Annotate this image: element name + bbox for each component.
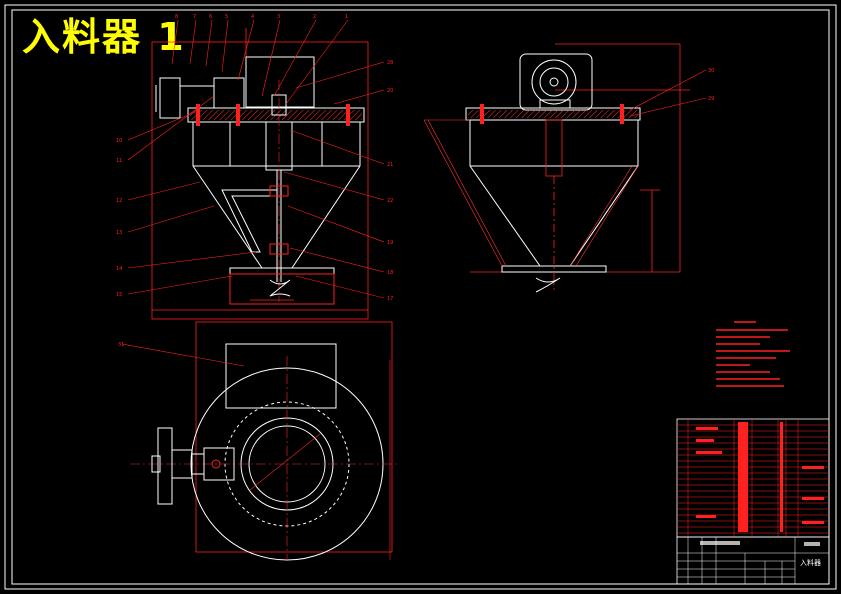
- parts-list-table: [676, 418, 830, 538]
- balloon-top-3: 3: [277, 14, 280, 20]
- balloon-side-29: 29: [708, 96, 714, 102]
- balloon-side-30: 30: [708, 68, 714, 74]
- sheet-border: [4, 4, 837, 590]
- balloon-left-10: 10: [116, 138, 122, 144]
- balloon-right-17: 17: [387, 296, 393, 302]
- balloon-right-22: 22: [387, 198, 393, 204]
- balloon-left-13: 13: [116, 230, 122, 236]
- balloon-labels: 8 7 6 5 4 3 2 1 10 11 12 13 14 15 28 20 …: [116, 14, 714, 348]
- balloon-top-5: 5: [225, 14, 228, 20]
- balloon-right-28: 28: [387, 60, 393, 66]
- balloon-top-2: 2: [313, 14, 316, 20]
- balloon-right-20: 20: [387, 88, 393, 94]
- balloon-right-21: 21: [387, 162, 393, 168]
- drawing-title: 入料器 1: [22, 15, 186, 59]
- balloon-plan-31: 31: [118, 342, 124, 348]
- balloon-right-19: 19: [387, 240, 393, 246]
- title-block: 入料器: [676, 536, 830, 585]
- balloon-top-8: 8: [175, 14, 178, 20]
- balloon-top-1: 1: [345, 14, 348, 20]
- title-block-part-name: 入料器: [800, 558, 821, 567]
- side-view: [423, 43, 690, 293]
- balloon-top-4: 4: [251, 14, 254, 20]
- balloon-left-12: 12: [116, 198, 122, 204]
- balloon-top-6: 6: [209, 14, 212, 20]
- front-view: [151, 28, 369, 320]
- leader-lines: [121, 19, 707, 367]
- plan-view: [130, 321, 400, 561]
- balloon-left-11: 11: [116, 158, 122, 164]
- balloon-left-14: 14: [116, 266, 122, 272]
- balloon-right-18: 18: [387, 270, 393, 276]
- balloon-left-15: 15: [116, 292, 122, 298]
- technical-requirements-block: [716, 321, 790, 387]
- balloon-top-7: 7: [193, 14, 196, 20]
